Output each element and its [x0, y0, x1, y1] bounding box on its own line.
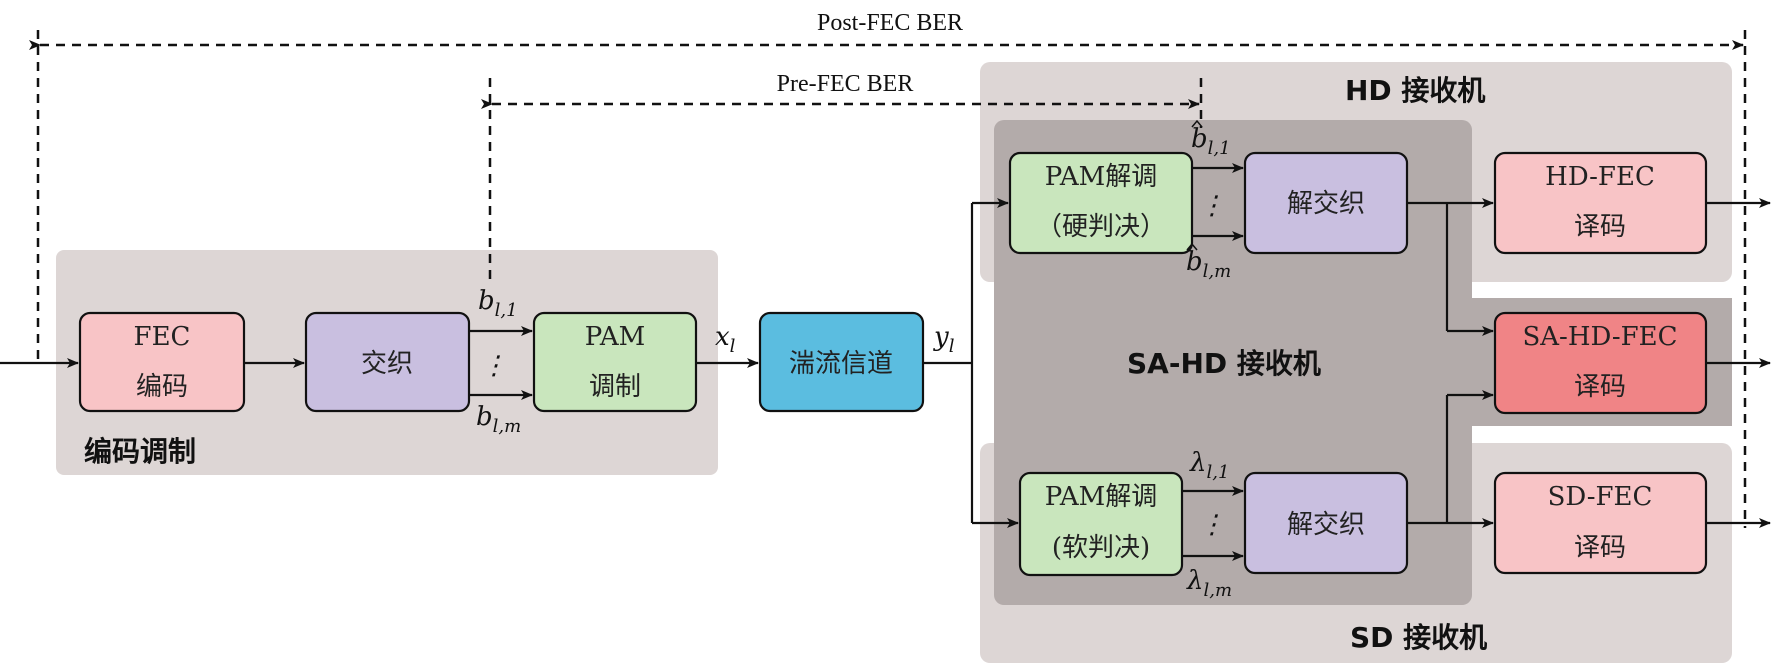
pam-modulator-block [532, 311, 698, 413]
deinterleaver-hd-label: 解交织 [1287, 189, 1365, 219]
hd-fec-decoder-block [1493, 151, 1708, 255]
pam-modulator-line2: 调制 [589, 372, 641, 402]
connections [0, 163, 1771, 561]
deinterleaver-sd-label: 解交织 [1287, 510, 1365, 540]
symbol-y-l: yl [933, 322, 955, 357]
symbol-b-l1: bl,1 [478, 286, 518, 321]
sa-hd-fec-decoder-line2: 译码 [1574, 372, 1626, 402]
sd-fec-decoder-line1: SD-FEC [1548, 482, 1653, 512]
interleaver-block [304, 311, 471, 413]
turbulence-channel-label: 湍流信道 [789, 349, 893, 379]
pam-demod-hard-line2: （硬判决） [1036, 212, 1166, 242]
pre-fec-ber-indicator [481, 78, 1203, 285]
region-label-sa-hd: SA-HD 接收机 [1127, 347, 1321, 380]
interleaver-label: 交织 [361, 349, 413, 379]
region-label-encoding: 编码调制 [84, 435, 196, 468]
vdots-hd: ⋮ [1199, 191, 1225, 221]
turbulence-channel-block [758, 311, 925, 413]
post-fec-ber-label: Post-FEC BER [817, 10, 963, 36]
region-label-sd: SD 接收机 [1350, 621, 1487, 654]
symbol-lambda-l1: λl,1 [1189, 448, 1229, 483]
post-fec-ber-indicator [29, 30, 1747, 528]
symbol-b-lm: bl,m [476, 402, 521, 437]
symbol-x-l: xl [715, 322, 736, 357]
pam-modulator-line1: PAM [585, 322, 646, 352]
pam-demod-hard-line1: PAM解调 [1045, 162, 1158, 192]
fec-encoder-line1: FEC [134, 322, 191, 352]
pam-demod-soft-line1: PAM解调 [1045, 482, 1158, 512]
sd-fec-decoder-line2: 译码 [1574, 533, 1626, 563]
pre-fec-ber-label: Pre-FEC BER [777, 71, 914, 97]
vdots-sd: ⋮ [1199, 510, 1225, 540]
symbol-bhat-l1: bl,1 [1191, 119, 1231, 159]
region-label-hd: HD 接收机 [1345, 74, 1485, 107]
vdots-tx: ⋮ [481, 351, 507, 381]
fec-encoder-block [78, 311, 246, 413]
sa-hd-fec-decoder-line1: SA-HD-FEC [1522, 322, 1677, 352]
pam-demod-hard-block [1008, 151, 1194, 255]
symbol-bhat-lm: bl,m [1186, 242, 1231, 282]
pam-demod-soft-block [1018, 471, 1184, 577]
sd-fec-decoder-block [1493, 471, 1708, 575]
hd-fec-decoder-line1: HD-FEC [1545, 162, 1655, 192]
deinterleaver-hd-block [1243, 151, 1409, 255]
deinterleaver-sd-block [1243, 471, 1409, 575]
pam-demod-soft-line2: (软判决) [1052, 533, 1150, 563]
hd-fec-decoder-line2: 译码 [1574, 212, 1626, 242]
symbol-lambda-lm: λl,m [1186, 566, 1232, 601]
fec-encoder-line2: 编码 [136, 372, 188, 402]
sa-hd-fec-decoder-block [1493, 311, 1708, 415]
svg-text:bl,m: bl,m [1186, 247, 1231, 282]
svg-text:bl,1: bl,1 [1191, 124, 1231, 159]
